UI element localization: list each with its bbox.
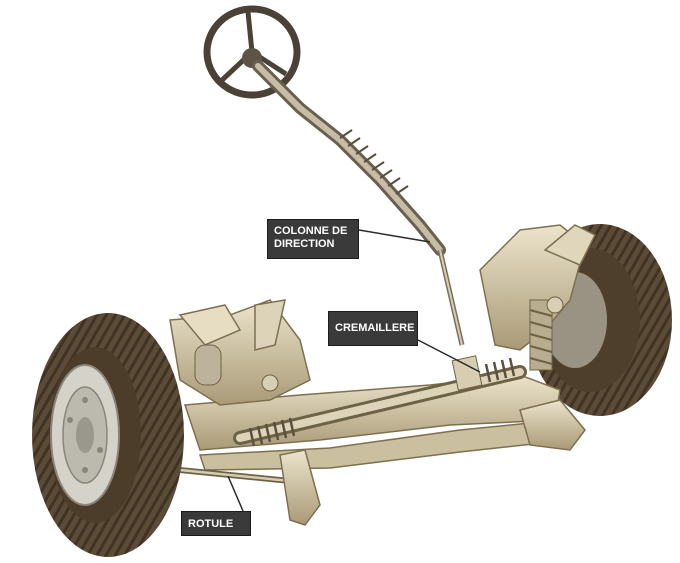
leader-lines <box>227 229 481 512</box>
label-rotule: ROTULE <box>181 511 251 536</box>
steering-column <box>252 60 465 346</box>
label-colonne-de-direction: COLONNE DE DIRECTION <box>267 219 359 259</box>
label-cremaillere: CREMAILLERE <box>328 311 418 346</box>
right-suspension <box>479 224 597 371</box>
leader-rotule <box>227 475 244 512</box>
leader-colonne <box>358 229 431 243</box>
steering-rack <box>233 355 527 447</box>
left-wheel <box>32 313 184 557</box>
steering-wheel <box>203 5 301 99</box>
left-tie-rod <box>177 399 586 526</box>
left-suspension <box>169 299 311 406</box>
leader-cremaillere <box>417 339 481 373</box>
